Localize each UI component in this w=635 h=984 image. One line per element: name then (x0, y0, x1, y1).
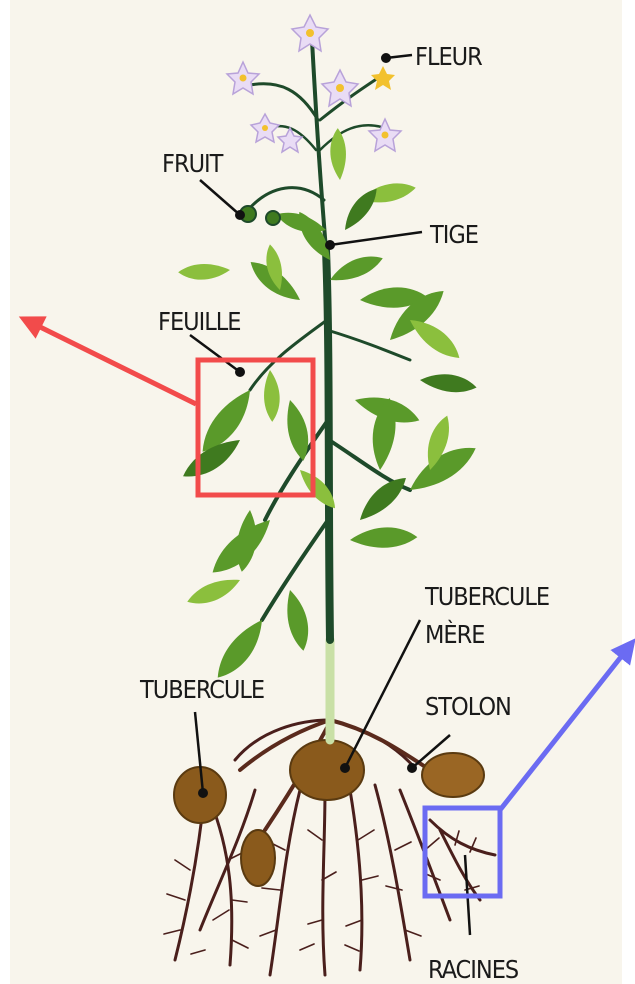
label-feuille: FEUILLE (158, 307, 241, 336)
tubercule-small (241, 830, 275, 886)
label-stolon: STOLON (425, 692, 511, 721)
label-tubercule-mere-1: TUBERCULE (424, 582, 549, 611)
label-racines: RACINES (428, 955, 519, 984)
tubercule-mere (290, 740, 364, 800)
label-tige: TIGE (429, 220, 478, 249)
label-fleur: FLEUR (415, 42, 482, 71)
tubercule-right (422, 753, 484, 797)
label-fruit: FRUIT (162, 149, 224, 178)
label-tubercule-mere-2: MÈRE (425, 620, 484, 649)
label-tubercule: TUBERCULE (139, 675, 264, 704)
